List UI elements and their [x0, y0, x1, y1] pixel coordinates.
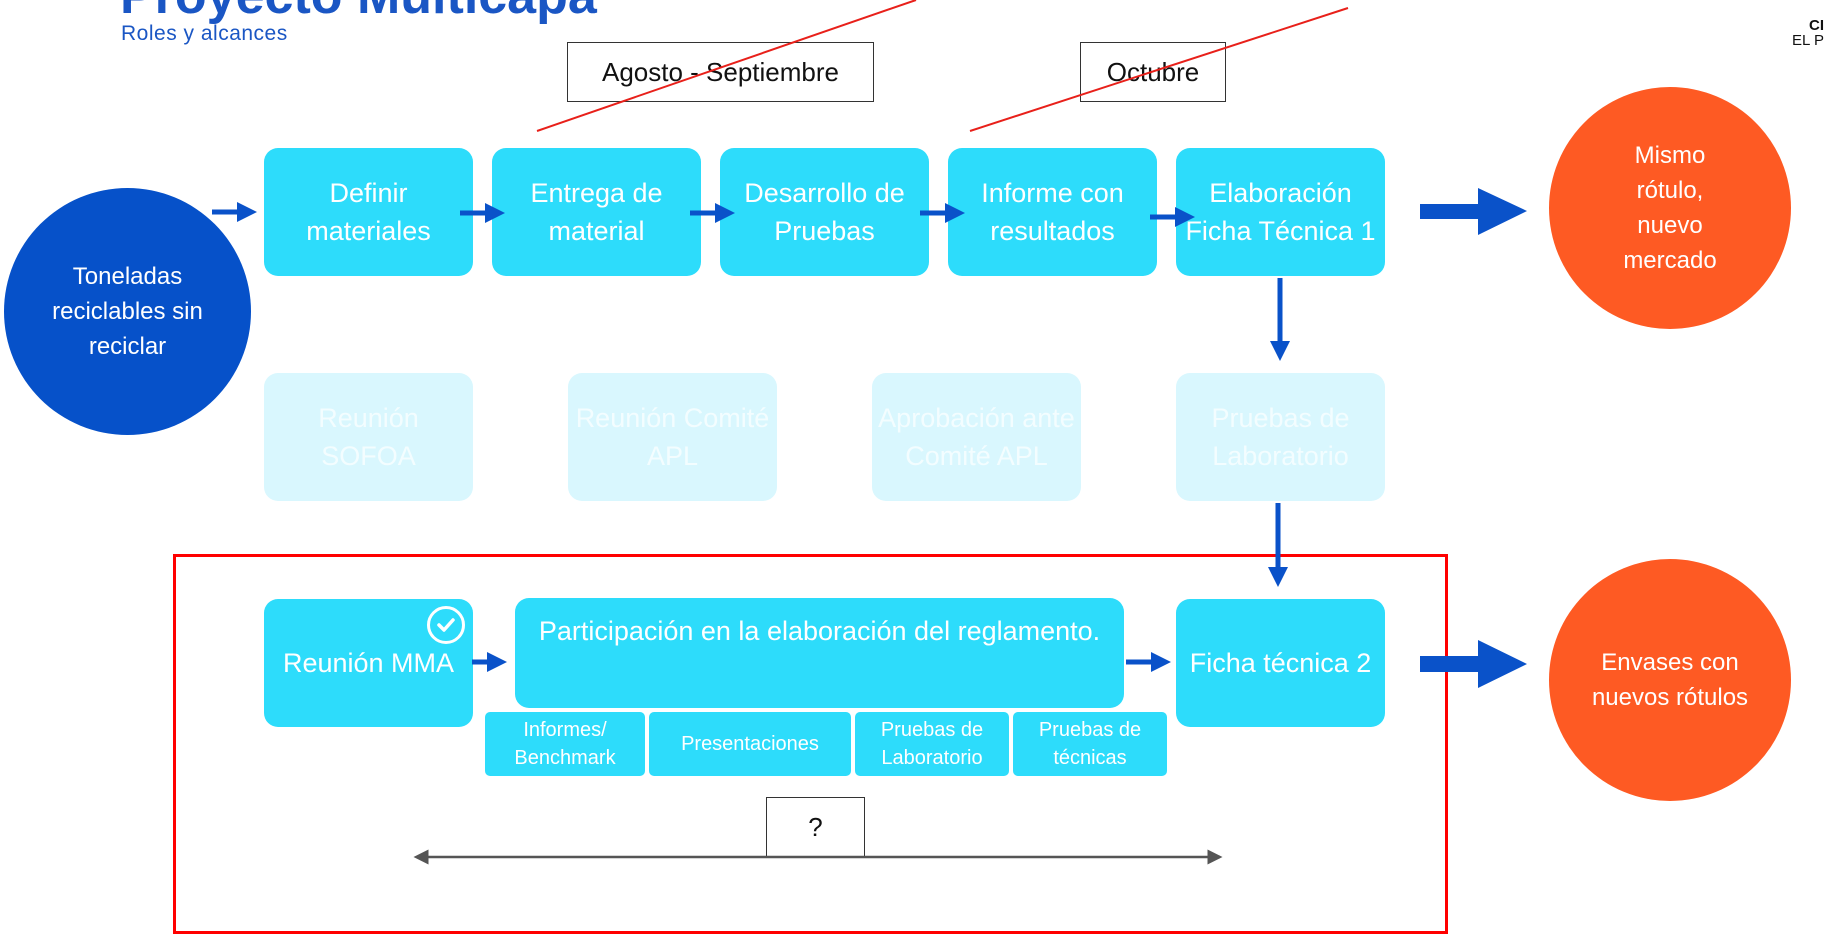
outcome-circle-top: Mismo rótulo, nuevo mercado: [1549, 87, 1791, 329]
sub-reports-benchmark: Informes/ Benchmark: [482, 709, 648, 779]
check-icon: [427, 606, 465, 644]
step-apl-committee-meeting: Reunión Comité APL: [568, 373, 777, 501]
sub-technical-tests: Pruebas de técnicas: [1010, 709, 1170, 779]
step-define-materials: Definir materiales: [264, 148, 473, 276]
step-sofoa-meeting: Reunión SOFOA: [264, 373, 473, 501]
period-label-aug-sep: Agosto - Septiembre: [567, 42, 874, 102]
step-deliver-material: Entrega de material: [492, 148, 701, 276]
step-tech-sheet-1: Elaboración Ficha Técnica 1: [1176, 148, 1385, 276]
sub-lab-tests: Pruebas de Laboratorio: [852, 709, 1012, 779]
step-mma-meeting: Reunión MMA: [264, 599, 473, 727]
page-subtitle: Roles y alcances: [121, 22, 288, 45]
arrow-to-outcome-bottom: [1420, 640, 1527, 688]
step-results-report: Informe con resultados: [948, 148, 1157, 276]
step-tech-sheet-2: Ficha técnica 2: [1176, 599, 1385, 727]
logo-text-top: CI: [1809, 17, 1824, 34]
step-test-development: Desarrollo de Pruebas: [720, 148, 929, 276]
step-apl-approval: Aprobación ante Comité APL: [872, 373, 1081, 501]
start-circle: Toneladas reciclables sin reciclar: [4, 188, 251, 435]
strike-line-1: [536, 0, 917, 132]
logo: CI EL P: [1792, 18, 1824, 48]
step-lab-tests: Pruebas de Laboratorio: [1176, 373, 1385, 501]
strike-line-2: [969, 7, 1349, 132]
outcome-circle-bottom: Envases con nuevos rótulos: [1549, 559, 1791, 801]
logo-text-bottom: EL P: [1792, 32, 1824, 49]
arrow-to-outcome-top: [1420, 188, 1527, 235]
page-title: Proyecto Multicapa: [120, 0, 597, 22]
sub-presentations: Presentaciones: [646, 709, 854, 779]
step-regulation-participation: Participación en la elaboración del regl…: [515, 598, 1124, 708]
